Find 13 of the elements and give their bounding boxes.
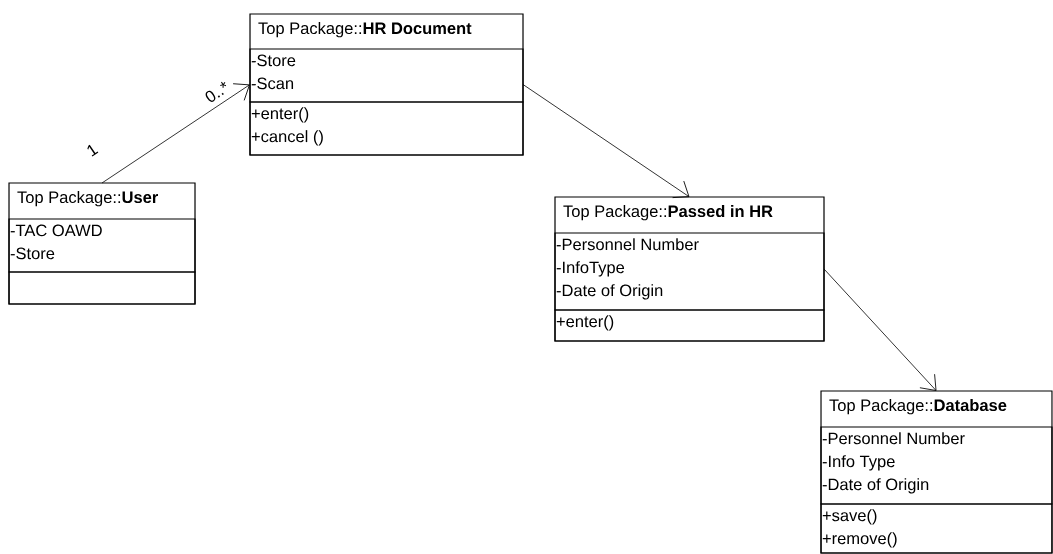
attribute-compartment: -Store -Scan (249, 48, 524, 103)
attribute-compartment: -Personnel Number -InfoType -Date of Origin (554, 232, 825, 311)
association-arrow (101, 83, 250, 184)
operation-compartment: +enter() +cancel () (249, 101, 524, 156)
association-arrow (823, 268, 937, 391)
operation-compartment (8, 271, 196, 305)
operation-compartment: +save() +remove() (820, 503, 1053, 554)
attribute-compartment: -TAC OAWD -Store (8, 218, 196, 273)
multiplicity-label: 1 (87, 144, 99, 157)
attribute-compartment: -Personnel Number -Info Type -Date of Origin (820, 426, 1053, 505)
operation-compartment: +enter() (554, 309, 825, 342)
multiplicity-label: 0..* (205, 81, 227, 102)
association-arrow (522, 84, 690, 199)
